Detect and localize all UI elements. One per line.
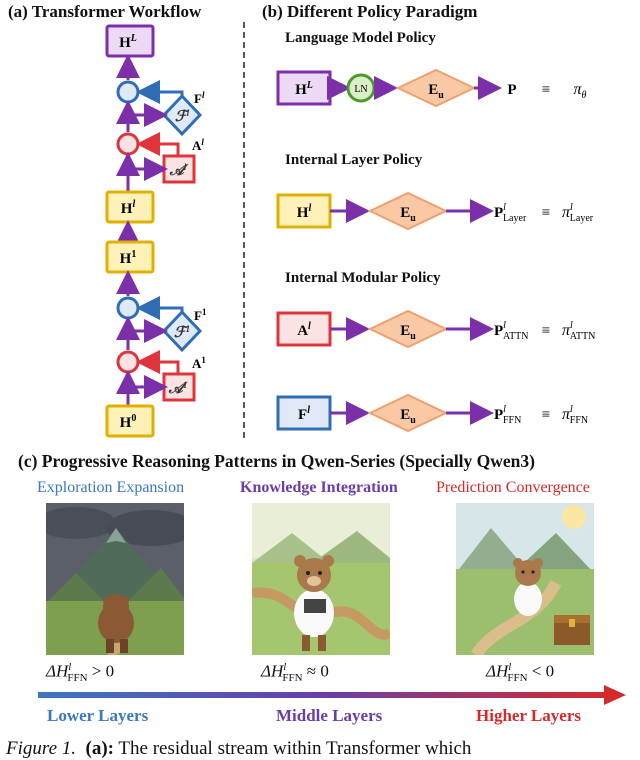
layer-label-lower: Lower Layers [47,706,149,725]
lm-policy-title: Language Model Policy [285,30,436,46]
illustration-integration [252,503,390,655]
h-l-label: Hl [121,199,136,217]
svg-text:≡: ≡ [542,205,550,221]
f-top-label: Fl [194,90,205,106]
svg-text:Eu: Eu [400,205,416,224]
ffn-diamond-top [161,93,203,137]
a-top-label: Al [192,137,204,153]
f-1-label: F1 [194,307,207,323]
phase-label-integration: Knowledge Integration [240,479,398,496]
ffn-diamond-1 [161,309,203,353]
svg-text:≡: ≡ [542,82,550,98]
transformer-workflow-diagram: HL ℱl Fl 𝒜l Al Hl H1 ℱ1 F1 𝒜1 A1 H0 [105,22,245,440]
h-1-label: H1 [120,249,137,267]
h-0-box [105,404,155,438]
svg-text:≡: ≡ [542,323,550,339]
illustration-convergence [456,503,594,655]
svg-text:HL: HL [295,80,313,98]
phase-label-exploration: Exploration Expansion [37,479,185,496]
layer-policy-title: Internal Layer Policy [285,152,423,168]
svg-text:Eu: Eu [400,407,416,426]
svg-text:≡: ≡ [542,407,550,423]
illustration-exploration [46,503,184,655]
svg-text:Eu: Eu [428,82,444,101]
add-circle-ffn-top [116,80,140,104]
svg-text:Al: Al [297,321,311,339]
svg-text:LN: LN [354,84,367,95]
add-circle-attn-top [116,132,140,156]
svg-text:Fl: Fl [298,405,310,423]
panel-b-title: (b) Different Policy Paradigm [262,2,478,21]
add-circle-attn-1 [116,350,140,374]
panel-a-title: (a) Transformer Workflow [8,2,202,21]
svg-text:Eu: Eu [400,323,416,342]
layer-label-middle: Middle Layers [276,706,383,725]
panel-c-title: (c) Progressive Reasoning Patterns in Qw… [18,451,535,471]
formula-exploration: ΔHlFFN > 0 [46,661,115,685]
layer-gradient-arrow [38,685,626,705]
svg-text:πθ: πθ [574,81,587,101]
add-circle-ffn-1 [116,296,140,320]
h-top-label: HL [119,33,137,51]
svg-text:Hl: Hl [297,203,312,221]
a-1-label: A1 [192,355,206,371]
layer-label-higher: Higher Layers [476,706,581,725]
modular-policy-title: Internal Modular Policy [285,270,441,286]
phase-label-convergence: Prediction Convergence [436,479,590,496]
ffn-diamond-top-glyph: ℱl [175,108,190,125]
svg-text:P: P [507,82,516,98]
formula-convergence: ΔHlFFN < 0 [486,661,555,685]
ffn-input-box [276,395,332,431]
figure-caption: Figure 1. (a): The residual stream withi… [6,738,472,759]
h-0-label: H0 [120,413,137,431]
formula-integration: ΔHlFFN ≈ 0 [261,661,329,685]
